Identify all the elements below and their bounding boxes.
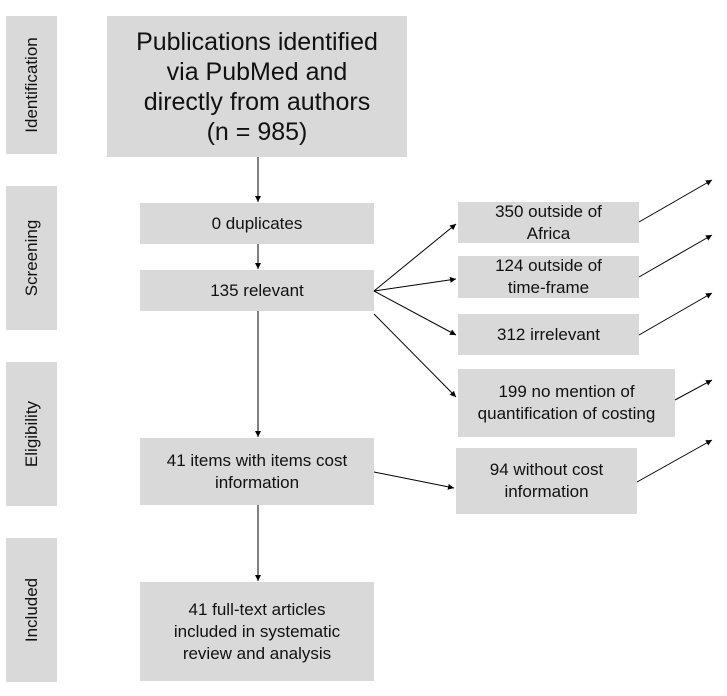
arrow-to-irrelevant <box>373 290 457 336</box>
box-identified-line: directly from authors <box>143 87 371 116</box>
arrow-to-outside-timeframe <box>373 276 457 292</box>
box-without-cost-line: information <box>504 482 589 501</box>
arrow-out-africa <box>638 179 713 223</box>
box-outside-timeframe-line: time-frame <box>507 278 590 297</box>
arrow-out-without-cost <box>636 439 713 483</box>
box-included-line: included in systematic <box>173 621 341 641</box>
box-duplicates-label: 0 duplicates <box>211 213 303 233</box>
box-outside-africa: 350 outside of Africa <box>458 202 639 243</box>
phase-screening: Screening <box>6 186 57 330</box>
arrow-out-irrelevant <box>638 292 713 336</box>
box-relevant: 135 relevant <box>140 270 374 311</box>
box-included-line: 41 full-text articles <box>188 599 326 619</box>
box-identified: Publications identified via PubMed and d… <box>107 16 407 157</box>
box-cost-info: 41 items with items cost information <box>140 438 374 505</box>
box-without-cost: 94 without cost information <box>456 448 637 514</box>
box-outside-timeframe-line: 124 outside of <box>495 256 602 275</box>
box-duplicates: 0 duplicates <box>140 203 374 244</box>
box-identified-line: via PubMed and <box>166 57 348 86</box>
phase-eligibility: Eligibility <box>6 362 57 506</box>
arrow-to-no-quantification <box>373 313 457 398</box>
box-without-cost-line: 94 without cost <box>489 460 604 479</box>
phase-included: Included <box>6 538 57 682</box>
arrow-to-without-cost <box>373 471 455 490</box>
arrow-to-outside-africa <box>373 223 457 292</box>
box-cost-info-line: 41 items with items cost <box>166 450 348 470</box>
box-no-quantification-line: 199 no mention of <box>498 382 635 401</box>
box-no-quantification-line: quantification of costing <box>477 404 656 423</box>
box-cost-info-line: information <box>214 472 300 492</box>
box-relevant-label: 135 relevant <box>210 280 304 300</box>
box-included: 41 full-text articles included in system… <box>140 582 374 681</box>
box-outside-africa-line: Africa <box>526 223 571 243</box>
box-outside-timeframe: 124 outside of time-frame <box>458 256 639 298</box>
box-no-quantification: 199 no mention of quantification of cost… <box>458 369 675 437</box>
phase-identification: Identification <box>6 16 57 154</box>
box-irrelevant-label: 312 irrelevant <box>496 324 600 344</box>
box-identified-line: (n = 985) <box>206 117 308 146</box>
box-included-line: review and analysis <box>182 643 332 663</box>
arrow-out-quantification <box>674 379 713 401</box>
box-outside-africa-line: 350 outside of <box>495 201 602 221</box>
arrow-out-timeframe <box>638 234 713 278</box>
box-identified-line: Publications identified <box>136 27 378 56</box>
box-irrelevant: 312 irrelevant <box>458 314 639 355</box>
